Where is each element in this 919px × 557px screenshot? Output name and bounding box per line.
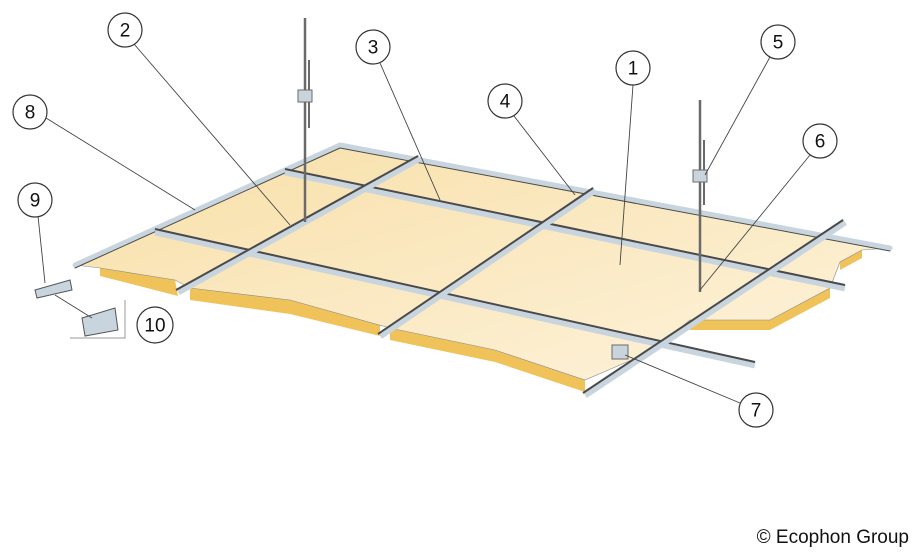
- callout-10: 10: [136, 306, 174, 344]
- svg-text:3: 3: [368, 38, 379, 59]
- hanger-rods: [297, 18, 708, 360]
- svg-text:1: 1: [628, 59, 639, 80]
- svg-text:10: 10: [144, 316, 165, 337]
- svg-text:2: 2: [120, 21, 131, 42]
- leader-lines: [37, 43, 811, 404]
- wall-trim: [72, 142, 893, 269]
- svg-text:7: 7: [751, 401, 762, 422]
- panel-edges: [100, 250, 862, 392]
- callout-2: 2: [107, 12, 143, 48]
- callout-6: 6: [802, 123, 838, 159]
- copyright-notice: © Ecophon Group: [756, 527, 909, 548]
- svg-text:4: 4: [500, 92, 511, 113]
- svg-text:5: 5: [773, 33, 784, 54]
- svg-text:9: 9: [30, 191, 41, 212]
- callout-9: 9: [17, 182, 53, 218]
- callout-3: 3: [355, 29, 391, 65]
- callout-1: 1: [615, 50, 651, 86]
- cross-tees: [175, 154, 847, 398]
- clip-components: [34, 279, 126, 339]
- svg-text:6: 6: [815, 132, 826, 153]
- callout-5: 5: [760, 24, 796, 60]
- svg-text:8: 8: [25, 103, 36, 124]
- callout-4: 4: [487, 83, 523, 119]
- callout-7: 7: [738, 392, 774, 428]
- callout-8: 8: [12, 94, 48, 130]
